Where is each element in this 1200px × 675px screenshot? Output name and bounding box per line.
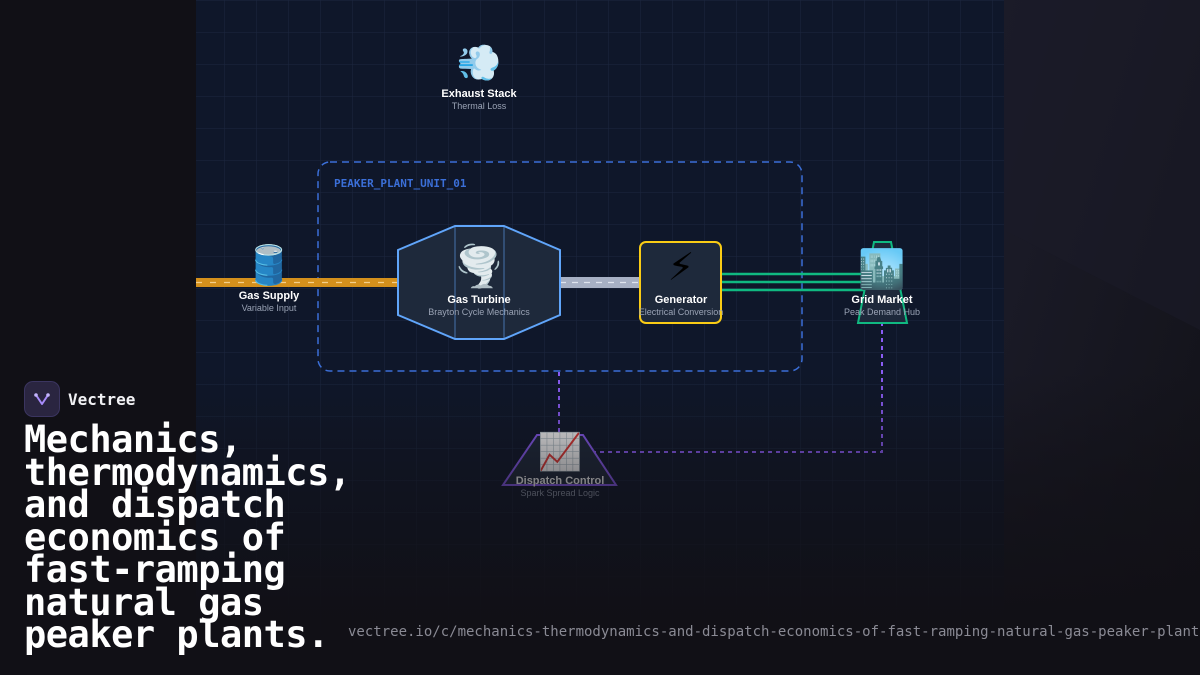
dispatch-title: Dispatch Control [516, 475, 605, 487]
vectree-logo-icon [24, 381, 60, 417]
tornado-icon: 🌪️ [454, 242, 504, 290]
gas-supply-title: Gas Supply [239, 290, 300, 302]
turbine-subtitle: Brayton Cycle Mechanics [428, 307, 530, 317]
exhaust-title: Exhaust Stack [441, 88, 517, 100]
node-gas-supply[interactable]: 🛢️ Gas Supply Variable Input [239, 243, 300, 313]
gas-supply-subtitle: Variable Input [242, 303, 297, 313]
generator-subtitle: Electrical Conversion [639, 307, 724, 317]
turbine-title: Gas Turbine [447, 294, 510, 306]
lightning-icon: ⚡ [668, 245, 695, 289]
page-headline: Mechanics, thermodynamics, and dispatch … [24, 418, 351, 656]
node-generator[interactable]: ⚡ Generator Electrical Conversion [639, 241, 724, 324]
plant-group-label: PEAKER_PLANT_UNIT_01 [334, 177, 467, 190]
generator-title: Generator [655, 294, 708, 306]
chart-increasing-icon: 📈 [538, 431, 583, 473]
page-url[interactable]: vectree.io/c/mechanics-thermodynamics-an… [348, 624, 1200, 640]
grid-subtitle: Peak Demand Hub [844, 307, 920, 317]
brand[interactable]: Vectree [24, 381, 136, 417]
oil-drum-icon: 🛢️ [245, 243, 292, 287]
dispatch-subtitle: Spark Spread Logic [520, 488, 600, 498]
brand-name: Vectree [68, 389, 136, 409]
exhaust-subtitle: Thermal Loss [452, 101, 507, 111]
grid-title: Grid Market [851, 294, 912, 306]
node-gas-turbine[interactable]: 🌪️ Gas Turbine Brayton Cycle Mechanics [397, 225, 561, 340]
city-icon: 🏙️ [858, 247, 905, 291]
exhaust-icon: 💨 [457, 43, 502, 84]
